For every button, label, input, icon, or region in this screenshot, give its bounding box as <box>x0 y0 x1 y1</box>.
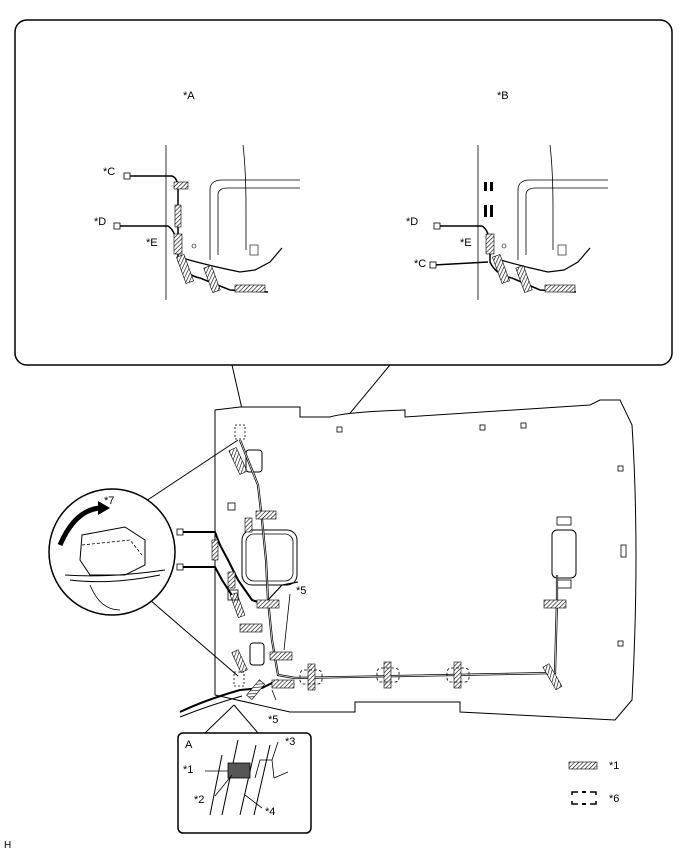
detail-7-circle <box>48 439 239 677</box>
d-label-view-b: *D <box>406 216 418 228</box>
view-a-label: *A <box>183 90 195 102</box>
view-a-diagram <box>113 144 300 300</box>
label-2: *2 <box>194 794 204 806</box>
label-1: *1 <box>183 764 193 776</box>
detail-a-box <box>177 704 312 834</box>
legend <box>568 761 598 805</box>
label-3: *3 <box>285 736 295 748</box>
view-b-diagram <box>429 144 608 300</box>
d-label-view-a: *D <box>94 216 106 228</box>
legend-1-label: *1 <box>609 760 619 772</box>
legend-clip-icon <box>571 791 597 805</box>
wire-harness <box>176 439 559 718</box>
leader-5-bottom <box>271 689 277 701</box>
label-7: *7 <box>104 495 114 507</box>
view-b-label: *B <box>497 90 509 102</box>
detail-a-label: A <box>185 739 193 751</box>
corner-code: H <box>4 840 11 851</box>
legend-6-label: *6 <box>609 793 619 805</box>
harness-clamps <box>211 424 567 701</box>
leader-5-top <box>283 593 291 651</box>
label-4: *4 <box>265 806 275 818</box>
legend-hatched-tape-icon <box>568 761 598 770</box>
label-5-bottom: *5 <box>268 714 278 726</box>
e-label-view-a: *E <box>146 237 158 249</box>
e-label-view-b: *E <box>460 237 472 249</box>
c-label-view-b: *C <box>414 258 426 270</box>
label-5-top: *5 <box>296 585 306 597</box>
c-label-view-a: *C <box>103 166 115 178</box>
headliner-outline <box>214 399 637 721</box>
